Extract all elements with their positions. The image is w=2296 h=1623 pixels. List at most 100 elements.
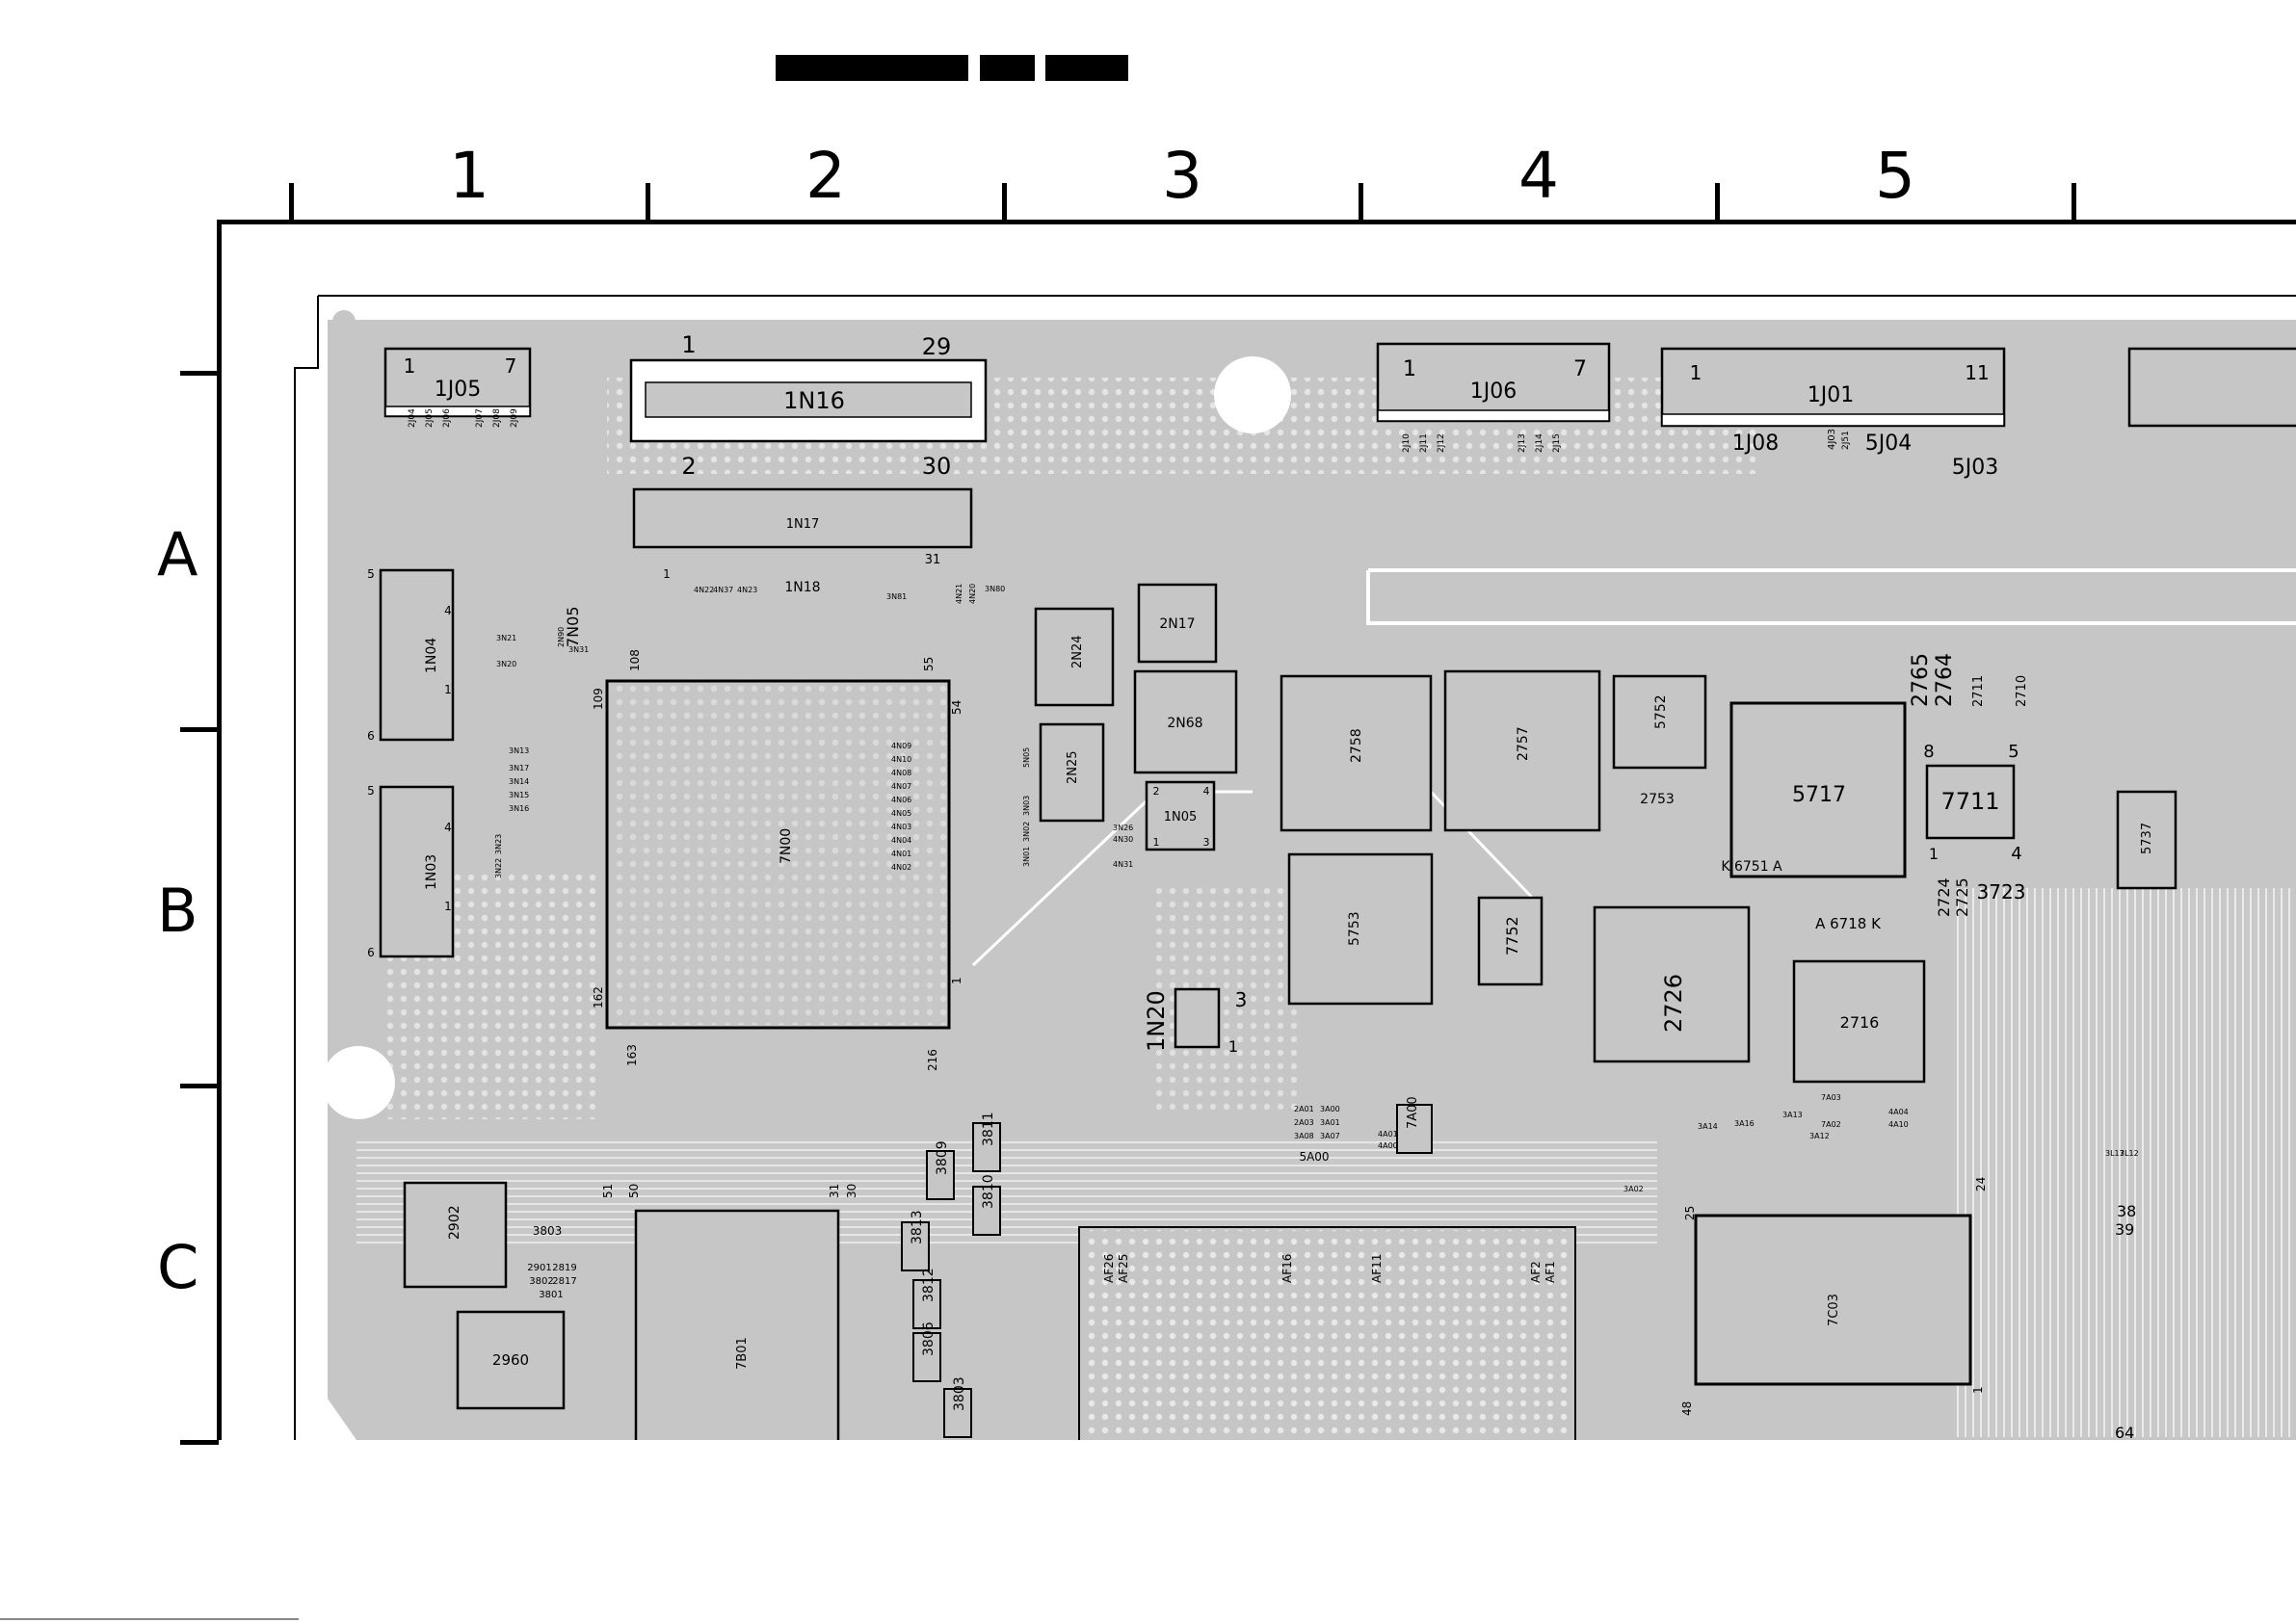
- connector-1n17: 1N17 1N18 1 31: [632, 487, 973, 595]
- svg-text:109: 109: [592, 688, 605, 710]
- svg-text:2: 2: [681, 453, 696, 480]
- part-2819: 2819: [552, 1263, 576, 1273]
- svg-text:5752: 5752: [1653, 694, 1669, 729]
- svg-text:4: 4: [444, 604, 452, 617]
- svg-text:2J13: 2J13: [1517, 433, 1527, 453]
- svg-text:5N05: 5N05: [1022, 747, 1031, 768]
- chip-2n25: 2N25: [1039, 722, 1105, 823]
- svg-text:162: 162: [592, 986, 605, 1008]
- chip-7n00: 7N00 108 55 109 54 162 1 163 216: [592, 649, 963, 1071]
- svg-text:7752: 7752: [1503, 916, 1521, 955]
- svg-text:5: 5: [367, 567, 375, 581]
- grid-tick: [1359, 183, 1363, 222]
- part-2817: 2817: [552, 1276, 576, 1287]
- svg-text:4N02: 4N02: [891, 863, 911, 872]
- connector-1j06: 1 7 1J06 2J10 2J11 2J12 2J13 2J14 2J15: [1376, 342, 1611, 453]
- svg-text:7: 7: [505, 354, 517, 378]
- part-7752: 7752: [1477, 896, 1544, 986]
- svg-text:2: 2: [1153, 785, 1160, 798]
- svg-text:3N14: 3N14: [509, 777, 529, 786]
- resistor-array-3809: 3809: [926, 1140, 955, 1200]
- grid-row-b: B: [157, 876, 198, 946]
- svg-text:7: 7: [1573, 357, 1587, 381]
- part-2710: 2710: [2015, 675, 2029, 707]
- grid-row-a: A: [157, 519, 198, 589]
- svg-text:29: 29: [922, 333, 952, 360]
- svg-text:3N21: 3N21: [496, 634, 516, 642]
- part-2902: 2902: [403, 1181, 508, 1289]
- resistor-array-3813: 3813: [901, 1210, 930, 1271]
- svg-text:54: 54: [950, 700, 963, 715]
- svg-text:3N16: 3N16: [509, 804, 529, 813]
- svg-text:1N16: 1N16: [783, 387, 845, 414]
- svg-text:3A16: 3A16: [1734, 1119, 1755, 1128]
- chip-1n05: 1N05 2 4 1 3: [1145, 780, 1216, 851]
- svg-text:3810: 3810: [981, 1174, 996, 1209]
- grid-column-4: 4: [1518, 139, 1559, 213]
- svg-text:3L17: 3L17: [2105, 1149, 2124, 1158]
- part-6718: A 6718 K: [1815, 915, 1882, 932]
- svg-text:2902: 2902: [447, 1205, 462, 1240]
- svg-text:1J08: 1J08: [1732, 432, 1779, 456]
- svg-text:6: 6: [367, 729, 375, 743]
- svg-text:3812: 3812: [921, 1268, 937, 1302]
- resistor-array-3803: 3803: [943, 1376, 972, 1438]
- part-2725: 2725: [1953, 877, 1971, 917]
- svg-text:7A00: 7A00: [1406, 1096, 1420, 1129]
- svg-text:8: 8: [1923, 742, 1934, 762]
- svg-text:1: 1: [1971, 1386, 1985, 1394]
- part-5753: 5753: [1287, 852, 1434, 1006]
- svg-text:3A00: 3A00: [1320, 1105, 1340, 1113]
- svg-text:1N18: 1N18: [784, 580, 820, 595]
- svg-text:2N68: 2N68: [1167, 716, 1202, 731]
- part-6751: K 6751 A: [1721, 859, 1782, 875]
- svg-text:108: 108: [628, 649, 642, 671]
- part-3723: 3723: [1977, 880, 2026, 903]
- svg-text:5J04: 5J04: [1865, 432, 1912, 456]
- chip-7c03: 7C03 25 24 48 1: [1680, 1177, 1988, 1416]
- part-5a00: 5A00: [1299, 1150, 1329, 1164]
- svg-text:7C03: 7C03: [1827, 1294, 1841, 1326]
- pin-label: 39: [2115, 1220, 2134, 1239]
- svg-text:4A10: 4A10: [1888, 1120, 1909, 1129]
- svg-text:5753: 5753: [1347, 911, 1362, 946]
- svg-text:3N02: 3N02: [1022, 822, 1031, 842]
- svg-text:163: 163: [625, 1044, 639, 1066]
- svg-text:1J06: 1J06: [1470, 380, 1517, 404]
- svg-text:3: 3: [1203, 836, 1210, 849]
- svg-text:7N05: 7N05: [564, 606, 582, 647]
- svg-text:31: 31: [925, 553, 941, 567]
- svg-text:5737: 5737: [2140, 823, 2154, 854]
- svg-text:AF26: AF26: [1102, 1254, 1116, 1283]
- svg-text:2J06: 2J06: [442, 408, 452, 428]
- part-5737: 5737: [2116, 790, 2177, 890]
- svg-text:3809: 3809: [935, 1140, 950, 1175]
- svg-text:7A03: 7A03: [1821, 1093, 1841, 1102]
- svg-text:48: 48: [1680, 1401, 1694, 1416]
- svg-text:2J11: 2J11: [1419, 433, 1429, 453]
- svg-text:4J03: 4J03: [1827, 429, 1837, 450]
- svg-text:2A03: 2A03: [1294, 1118, 1314, 1127]
- part-2726: 2726: [1593, 905, 1751, 1063]
- svg-text:1N05: 1N05: [1164, 810, 1198, 825]
- header-bar-2: [980, 55, 1035, 81]
- connector-1j01: 1 11 1J01 1J08 5J04 5J03 4J03 2J51: [1660, 347, 2006, 480]
- svg-text:31: 31: [828, 1184, 841, 1198]
- svg-text:4N21: 4N21: [955, 584, 963, 604]
- grid-tick: [289, 183, 294, 222]
- resistor-array-3812: 3812: [912, 1268, 941, 1329]
- svg-text:4N03: 4N03: [891, 823, 911, 831]
- chip-2n24: 2N24: [1034, 607, 1115, 707]
- part-2724: 2724: [1935, 877, 1953, 917]
- svg-text:AF2: AF2: [1529, 1261, 1543, 1283]
- svg-text:1: 1: [1690, 361, 1702, 384]
- connector-1n04: 5 4 1 6 1N04: [367, 567, 455, 743]
- svg-text:2757: 2757: [1516, 726, 1531, 761]
- grid-frame-left: [217, 220, 222, 1440]
- connector-1n03: 5 4 1 6 1N03: [367, 784, 455, 959]
- svg-text:25: 25: [1683, 1206, 1697, 1220]
- svg-text:3N17: 3N17: [509, 764, 529, 772]
- svg-text:2J15: 2J15: [1552, 433, 1562, 453]
- svg-text:24: 24: [1974, 1177, 1988, 1191]
- part-3802: 3802: [529, 1276, 553, 1287]
